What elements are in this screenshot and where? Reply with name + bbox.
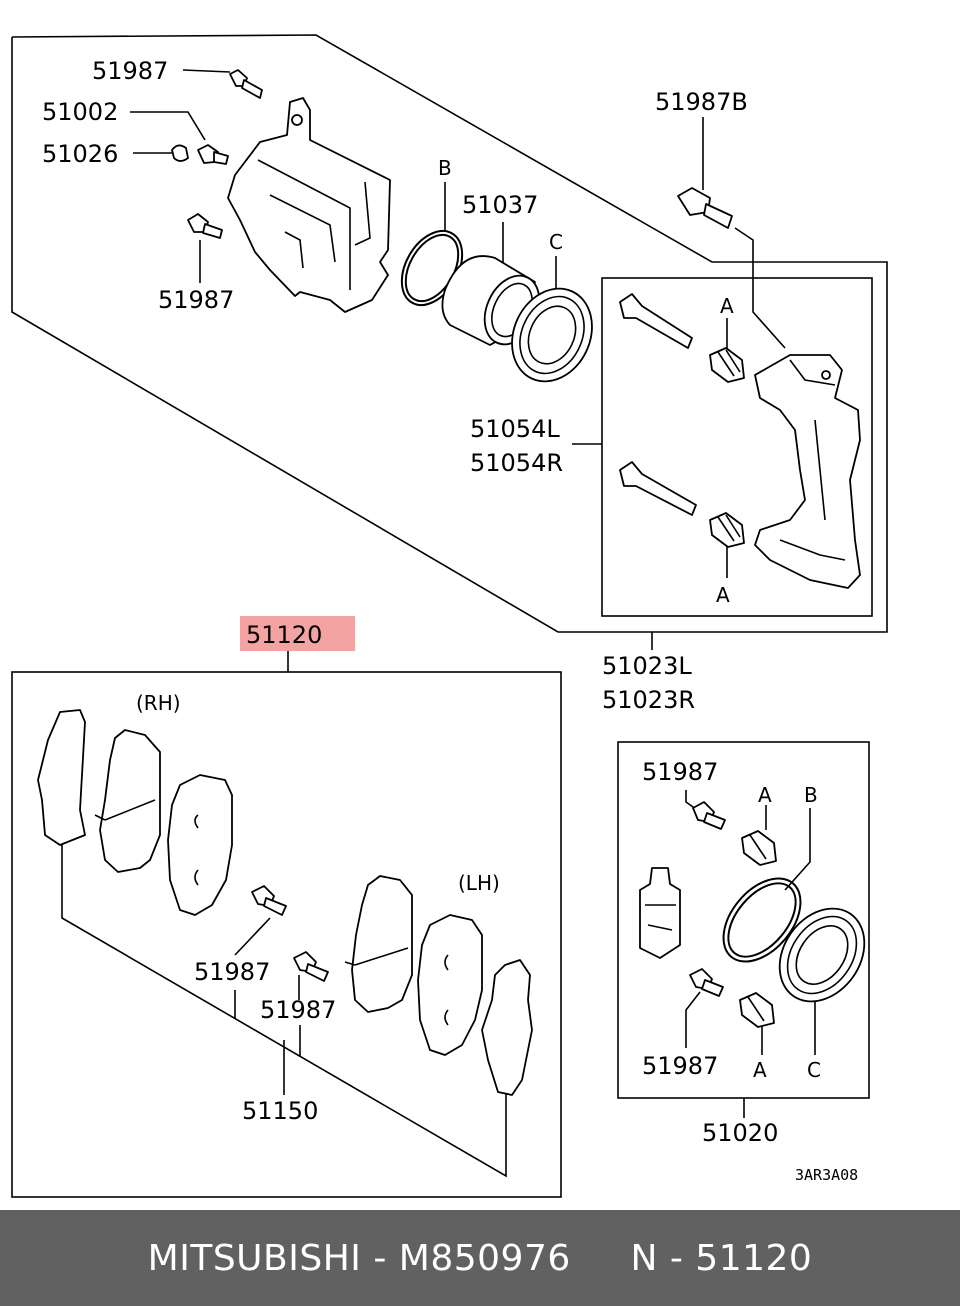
label-a-top: A bbox=[720, 294, 734, 318]
kit-ring-icon bbox=[722, 877, 802, 963]
bolt-icon bbox=[229, 69, 263, 99]
label-pin-l: 51054L bbox=[470, 415, 560, 443]
label-a-bottom: A bbox=[716, 583, 730, 607]
bleeder-screw-icon bbox=[197, 144, 229, 165]
footer-gap bbox=[571, 1238, 631, 1279]
footer-separator: - bbox=[361, 1237, 399, 1279]
shim-lh-icon bbox=[481, 959, 533, 1096]
label-kit-bolt-bottom: 51987 bbox=[642, 1052, 718, 1080]
footer-brand: MITSUBISHI bbox=[147, 1237, 362, 1279]
bracket-subframe bbox=[601, 277, 873, 617]
piston-seal-icon bbox=[511, 287, 593, 383]
label-lh: (LH) bbox=[458, 871, 500, 895]
footer-part-number: M850976 bbox=[398, 1237, 571, 1279]
cap-icon bbox=[171, 144, 189, 162]
caliper-body bbox=[227, 97, 391, 313]
footer-text: MITSUBISHI - M850976 N - 51120 bbox=[148, 1238, 813, 1279]
pad-kit-frame bbox=[11, 671, 562, 1198]
label-pad-bolt-2: 51987 bbox=[260, 996, 336, 1024]
label-bleeder: 51002 bbox=[42, 98, 118, 126]
kit-bolt-top-icon bbox=[692, 801, 726, 830]
label-bracket-l: 51023L bbox=[602, 652, 692, 680]
pad-lh-inner-icon bbox=[417, 914, 483, 1056]
label-bolt-left: 51987 bbox=[158, 286, 234, 314]
label-kit-b: B bbox=[804, 783, 818, 807]
label-kit-c: C bbox=[807, 1058, 821, 1082]
label-cap: 51026 bbox=[42, 140, 118, 168]
label-bracket-r: 51023R bbox=[602, 686, 695, 714]
label-piston: 51037 bbox=[462, 191, 538, 219]
label-rh: (RH) bbox=[136, 691, 181, 715]
label-bolt-top: 51987 bbox=[92, 57, 168, 85]
label-seal-c: C bbox=[549, 230, 563, 254]
guide-pin-top-icon bbox=[619, 293, 693, 349]
kit-bolt-bottom-icon bbox=[689, 968, 724, 997]
kit-seal-icon bbox=[778, 907, 866, 1003]
bolt-left-icon bbox=[187, 213, 223, 239]
label-diagram-code: 3AR3A08 bbox=[795, 1166, 858, 1184]
footer-ref: N - 51120 bbox=[630, 1237, 813, 1279]
caliper-assembly-frame bbox=[11, 34, 888, 633]
boot-bottom-icon bbox=[709, 512, 745, 548]
pad-bolt-1-icon bbox=[251, 885, 287, 916]
pad-rh-inner-icon bbox=[167, 774, 233, 916]
brake-caliper-diagram: 51987 51002 51026 51987 51987B B 51037 C… bbox=[11, 34, 888, 1198]
leader-lines bbox=[61, 69, 816, 1178]
pad-lh-outer-icon bbox=[344, 875, 413, 1013]
label-kit-bolt-top: 51987 bbox=[642, 758, 718, 786]
shim-rh-icon bbox=[37, 709, 86, 846]
label-pad-kit: 51150 bbox=[242, 1097, 318, 1125]
label-kit-a-top: A bbox=[758, 783, 772, 807]
label-ring-b: B bbox=[438, 156, 452, 180]
label-seal-kit: 51020 bbox=[702, 1119, 778, 1147]
label-highlight: 51120 bbox=[246, 621, 322, 649]
footer-bar: MITSUBISHI - M850976 N - 51120 bbox=[0, 1210, 960, 1306]
highlight-box bbox=[240, 616, 355, 651]
kit-boot-top-icon bbox=[741, 830, 777, 866]
grease-bottle-icon bbox=[639, 867, 681, 959]
bolt-top-right-icon bbox=[677, 187, 733, 229]
pad-rh-outer-icon bbox=[94, 729, 161, 873]
caliper-bracket-icon bbox=[754, 354, 861, 589]
pad-bolt-2-icon bbox=[293, 951, 329, 982]
label-pad-bolt-1: 51987 bbox=[194, 958, 270, 986]
guide-pin-bottom-icon bbox=[619, 461, 697, 516]
label-pin-r: 51054R bbox=[470, 449, 563, 477]
label-kit-a-bottom: A bbox=[753, 1058, 767, 1082]
kit-boot-bottom-icon bbox=[739, 992, 775, 1028]
boot-top-icon bbox=[709, 347, 745, 383]
label-bolt-top-right: 51987B bbox=[655, 88, 748, 116]
